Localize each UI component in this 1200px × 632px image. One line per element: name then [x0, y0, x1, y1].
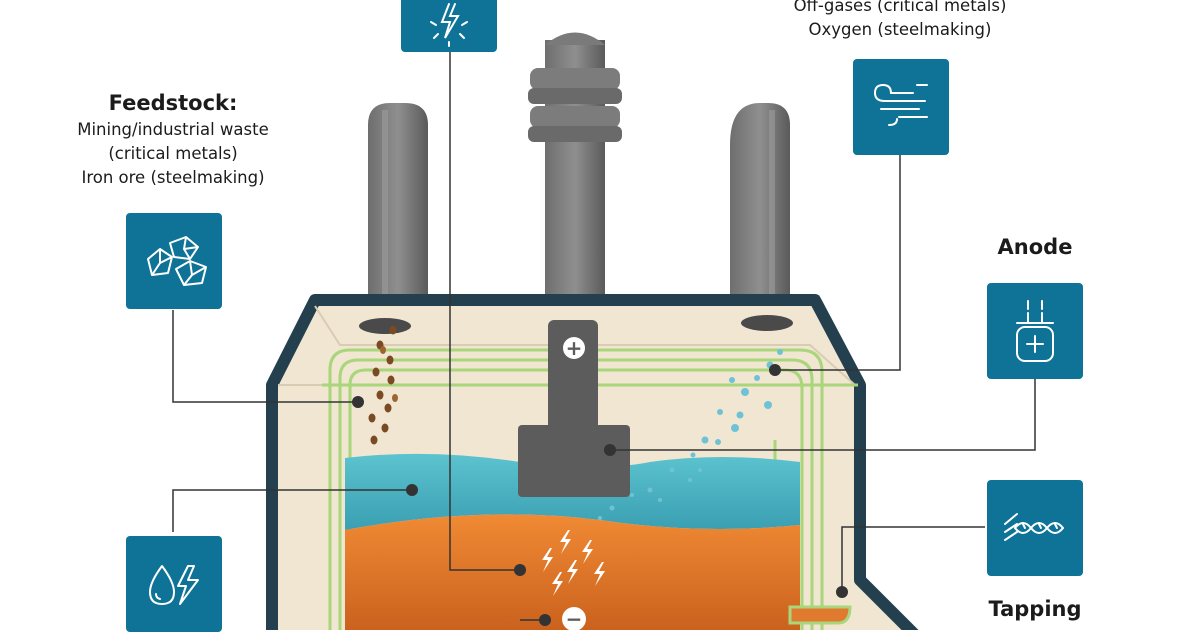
anode-plus-sign: + — [566, 336, 583, 360]
drop-lightning-icon — [126, 536, 222, 632]
feedstock-label: Feedstock: Mining/industrial waste (crit… — [38, 88, 308, 190]
lightning-bolts — [542, 530, 605, 596]
offgas-line-1: Off-gases (critical metals) — [793, 0, 1007, 15]
wind-icon — [853, 59, 949, 155]
gas-bubbles — [598, 349, 783, 520]
cathode-badge — [562, 607, 586, 630]
anode-electrode — [518, 320, 630, 497]
offgas-label: Off-gases (critical metals) Oxygen (stee… — [770, 0, 1030, 42]
metal-stream-icon — [987, 480, 1083, 576]
feedstock-title: Feedstock: — [108, 91, 238, 115]
anode-label: Anode — [965, 232, 1105, 262]
exhaust-pipes — [368, 32, 790, 300]
leader-lines — [172, 52, 1036, 621]
tapping-label: Tapping — [960, 594, 1110, 624]
offgas-line-2: Oxygen (steelmaking) — [808, 20, 992, 39]
feedstock-particles — [368, 325, 398, 445]
rocks-icon — [126, 213, 222, 309]
feedstock-line-3: Iron ore (steelmaking) — [81, 168, 265, 187]
cathode-minus-sign: − — [566, 607, 583, 630]
anode-title: Anode — [997, 235, 1073, 259]
tapping-title: Tapping — [988, 597, 1082, 621]
feedstock-line-2: (critical metals) — [108, 144, 238, 163]
feedstock-line-1: Mining/industrial waste — [77, 120, 269, 139]
anode-icon — [987, 283, 1083, 379]
leader-dots — [352, 364, 848, 626]
electricity-icon — [401, 0, 497, 52]
